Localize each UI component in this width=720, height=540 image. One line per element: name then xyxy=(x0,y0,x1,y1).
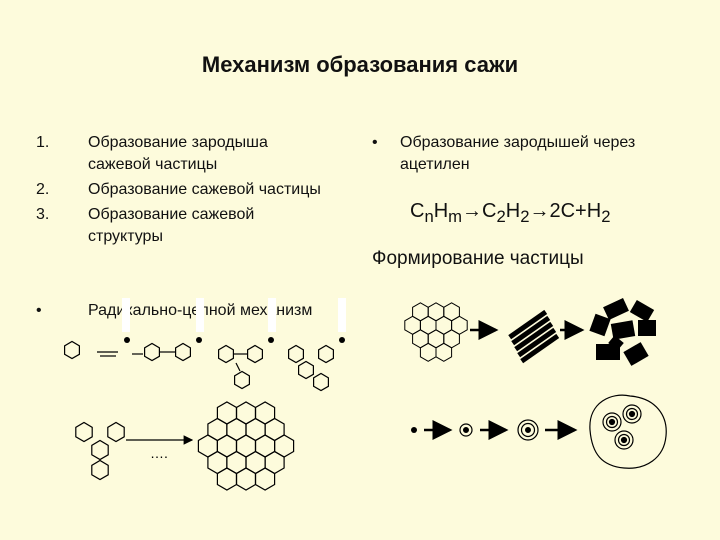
benzene-ring xyxy=(288,344,304,364)
radical-chain-diagram xyxy=(63,340,334,392)
formation-label: Формирование частицы xyxy=(372,248,584,269)
list-item: 3. Образование сажевой структуры xyxy=(36,204,326,248)
list-text: Образование зародыша сажевой частицы xyxy=(88,134,268,173)
slide-title: Механизм образования сажи xyxy=(201,52,519,77)
benzene-ring xyxy=(218,344,234,364)
list-number: 3. xyxy=(36,206,50,223)
benzene-ring xyxy=(75,421,93,443)
bullet-marker: • xyxy=(36,302,42,319)
pah-ring xyxy=(216,467,238,491)
pah-ring xyxy=(419,342,437,362)
particle-stage-1 xyxy=(459,423,473,437)
benzene-ring xyxy=(63,340,81,360)
bullet-text: Образование зародышей через ацетилен xyxy=(400,134,636,173)
dots-label: …. xyxy=(150,445,168,461)
benzene-ring xyxy=(91,439,109,461)
reaction-equation: CnHm→C2H2→2C+H2 xyxy=(410,200,611,226)
list-text: Образование сажевой структуры xyxy=(88,206,255,245)
benzene-ring xyxy=(107,421,125,443)
list-number: 1. xyxy=(36,134,50,151)
bullet-marker: • xyxy=(372,134,378,151)
pah-growth-diagram xyxy=(75,401,295,491)
list-item: 1. Образование зародыша сажевой частицы xyxy=(36,132,326,176)
text-gap-marks xyxy=(122,298,346,332)
benzene-ring xyxy=(318,344,334,364)
pah-ring xyxy=(254,467,276,491)
benzene-ring xyxy=(247,344,263,364)
list-text: Образование сажевой частицы xyxy=(88,181,321,198)
stage-list: 1. Образование зародыша сажевой частицы … xyxy=(36,132,326,251)
list-number: 2. xyxy=(36,181,50,198)
pah-ring xyxy=(235,467,257,491)
benzene-ring xyxy=(298,360,314,380)
pah-ring xyxy=(435,342,453,362)
radical-dot-start xyxy=(411,427,417,433)
list-item: 2. Образование сажевой частицы xyxy=(36,179,326,201)
stack-aggregate xyxy=(589,298,656,366)
benzene-ring xyxy=(234,370,250,390)
benzene-ring xyxy=(91,459,109,481)
benzene-ring xyxy=(175,342,191,362)
benzene-ring xyxy=(144,342,160,362)
graphene-stack xyxy=(508,309,560,364)
acetylene-item: • Образование зародышей через ацетилен xyxy=(372,132,692,176)
benzene-ring xyxy=(313,372,329,392)
radical-dots xyxy=(124,337,345,343)
nucleus-pah xyxy=(404,302,468,362)
particle-stage-2 xyxy=(517,419,539,441)
particle-aggregate xyxy=(589,394,667,469)
